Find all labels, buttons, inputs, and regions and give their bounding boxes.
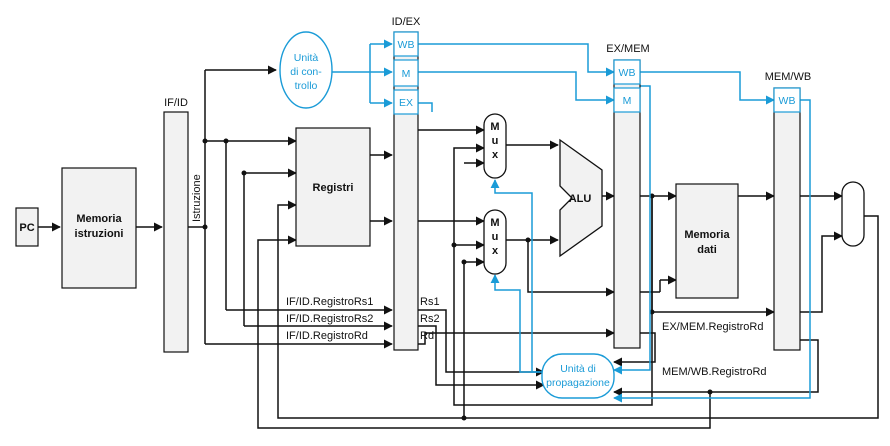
ex-mem-m-label: M	[623, 95, 632, 107]
if-id-rd-label: IF/ID.RegistroRd	[286, 330, 368, 342]
register-file-label: Registri	[313, 182, 354, 194]
mux-letter-0-0: M	[490, 121, 499, 133]
id-ex-m-field	[393, 59, 419, 87]
rs2-label: Rs2	[420, 313, 440, 325]
control-unit	[279, 31, 333, 109]
mux-letter-0-2: x	[492, 149, 499, 161]
mux-letters: MuxMuxMux	[490, 121, 857, 257]
mem-wb-wb-field	[773, 87, 801, 113]
alu	[559, 138, 603, 258]
pc-label: PC	[19, 222, 34, 234]
control-unit-line2: di con-	[290, 66, 322, 78]
register-file	[295, 127, 371, 247]
control-wires	[332, 39, 811, 403]
ex-mem-m-field	[613, 87, 641, 113]
dmem-label-2: dati	[697, 244, 717, 256]
forward-mux-a	[483, 113, 507, 179]
if-id-label: IF/ID	[164, 97, 188, 109]
forward-mux-b	[483, 209, 507, 275]
rs1-label: Rs1	[420, 296, 440, 308]
control-unit-line3: trollo	[295, 80, 318, 92]
control-unit-line1: Unità	[294, 52, 319, 64]
if-id-rs2-label: IF/ID.RegistroRs2	[286, 313, 373, 325]
mux-letter-1-0: M	[490, 217, 499, 229]
mux-letter-0-1: u	[492, 135, 499, 147]
ex-mem-rd-label: EX/MEM.RegistroRd	[662, 321, 763, 333]
id-ex-ex-label: EX	[399, 97, 413, 109]
id-ex-label: ID/EX	[392, 16, 421, 28]
id-ex-ex-field	[393, 89, 419, 115]
mux-letter-1-2: x	[492, 245, 499, 257]
ex-mem-wb-field	[613, 59, 641, 85]
id-ex-m-label: M	[402, 68, 411, 80]
imem-label-2: istruzioni	[75, 228, 124, 240]
if-id-register	[163, 111, 189, 353]
black-wires	[38, 65, 879, 429]
dmem-label-1: Memoria	[684, 229, 730, 241]
id-ex-wb-label: WB	[398, 39, 415, 51]
ex-mem-label: EX/MEM	[606, 43, 649, 55]
instruction-memory	[61, 167, 137, 289]
ex-mem-wb-label: WB	[619, 67, 636, 79]
rd-label: Rd	[420, 330, 434, 342]
data-memory	[675, 183, 739, 299]
pc-register	[15, 207, 39, 247]
imem-label-1: Memoria	[76, 213, 122, 225]
if-id-rs1-label: IF/ID.RegistroRs1	[286, 296, 373, 308]
mem-wb-label: MEM/WB	[765, 71, 811, 83]
forwarding-unit-line2: propagazione	[546, 377, 610, 389]
forwarding-unit	[541, 353, 615, 399]
writeback-mux	[841, 181, 865, 247]
id-ex-wb-field	[393, 31, 419, 57]
alu-label: ALU	[569, 193, 592, 205]
mem-wb-register	[773, 87, 801, 351]
instruction-label: Istruzione	[191, 174, 203, 222]
mem-wb-wb-label: WB	[779, 95, 796, 107]
mem-wb-rd-label: MEM/WB.RegistroRd	[662, 366, 767, 378]
mux-letter-1-1: u	[492, 231, 499, 243]
forwarding-unit-line1: Unità di	[560, 363, 596, 375]
